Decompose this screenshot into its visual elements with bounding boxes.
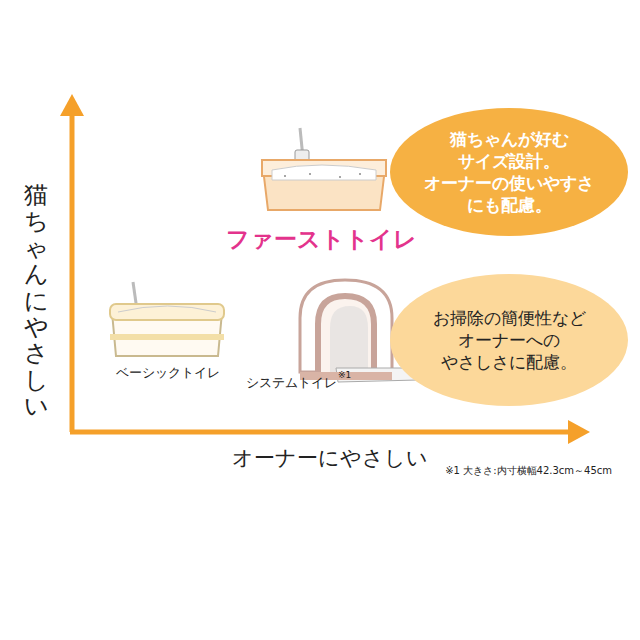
footnote-mark: ※1 xyxy=(338,370,351,380)
product-name: システムトイレ xyxy=(246,374,337,392)
axis-label: オーナーにやさしい xyxy=(232,444,428,472)
callout-ellipse: お掃除の簡便性など オーナーへの やさしさに配慮。 xyxy=(390,274,628,406)
callout-text: 猫ちゃんが好む サイズ設計。 オーナーの使いやすさ にも配慮。 xyxy=(413,128,605,216)
callout-text: お掃除の簡便性など オーナーへの やさしさに配慮。 xyxy=(413,307,605,373)
first-toilet-picture xyxy=(262,128,386,210)
product-name: ベーシックトイレ xyxy=(116,364,220,382)
ellipse-shape xyxy=(390,108,628,236)
axis-label: 猫ちゃんにやさしい xyxy=(24,182,48,420)
basic-toilet-picture xyxy=(110,282,224,356)
footnote: ※1 大きさ:内寸横幅42.3cm～45cm xyxy=(445,464,612,478)
callout-ellipse: 猫ちゃんが好む サイズ設計。 オーナーの使いやすさ にも配慮。 xyxy=(390,108,628,236)
product-name: ファーストトイレ xyxy=(226,224,417,255)
